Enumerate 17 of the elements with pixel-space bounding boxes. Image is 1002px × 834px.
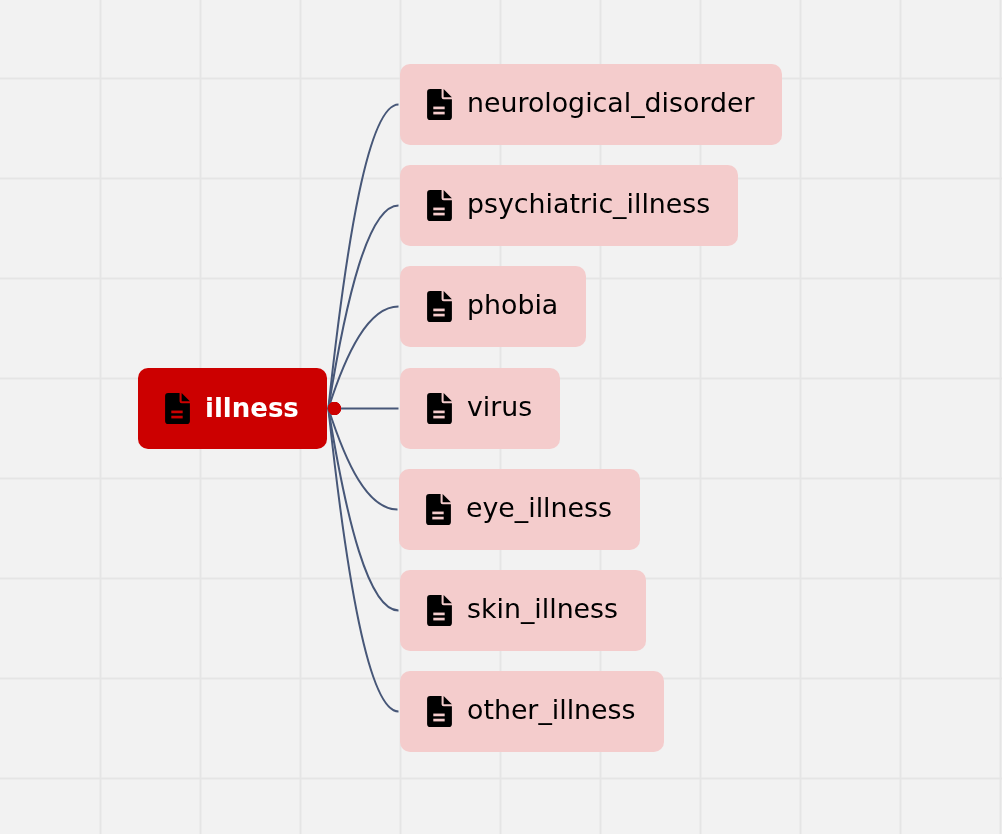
topic-box <box>400 165 739 246</box>
connector-line <box>327 402 400 713</box>
topic-label: psychiatric_illness <box>467 191 711 218</box>
topic-label: phobia <box>467 292 559 319</box>
topic-label: neurological_disorder <box>467 90 755 117</box>
topic-label: eye_illness <box>466 495 612 522</box>
topic-label: illness <box>205 394 299 421</box>
topic-box <box>400 64 783 145</box>
topic-box <box>400 671 664 752</box>
topic-label: virus <box>467 394 533 421</box>
root-topic-box <box>138 368 327 449</box>
topic-label: other_illness <box>467 697 636 724</box>
topic-box <box>399 469 640 550</box>
topic-box <box>400 570 647 651</box>
topic-box <box>400 266 587 347</box>
topic-label: skin_illness <box>467 596 619 623</box>
topic-box <box>400 368 561 449</box>
